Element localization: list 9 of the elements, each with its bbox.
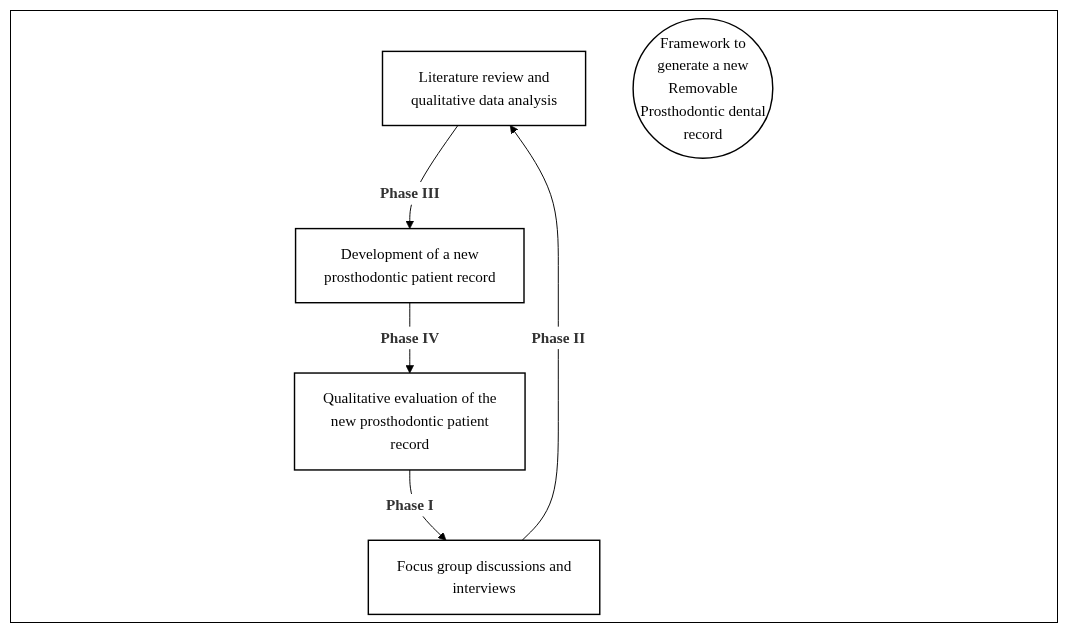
edge-label: Phase III <box>380 184 440 202</box>
edge-label: Phase II <box>531 329 586 346</box>
edge-label: Phase I <box>386 496 434 513</box>
node-circle: Framework to generate a new Removable Prosthodontic dental record <box>632 17 774 159</box>
node-box: Development of a new prosthodontic patient record <box>295 227 526 304</box>
node-box: Qualitative evaluation of the new prosthodontic patient record <box>294 372 527 471</box>
node-box: Focus group discussions and interviews <box>367 539 601 616</box>
edge-label: Phase IV <box>380 329 440 346</box>
node-box: Literature review and qualitative data analysis <box>382 50 587 127</box>
